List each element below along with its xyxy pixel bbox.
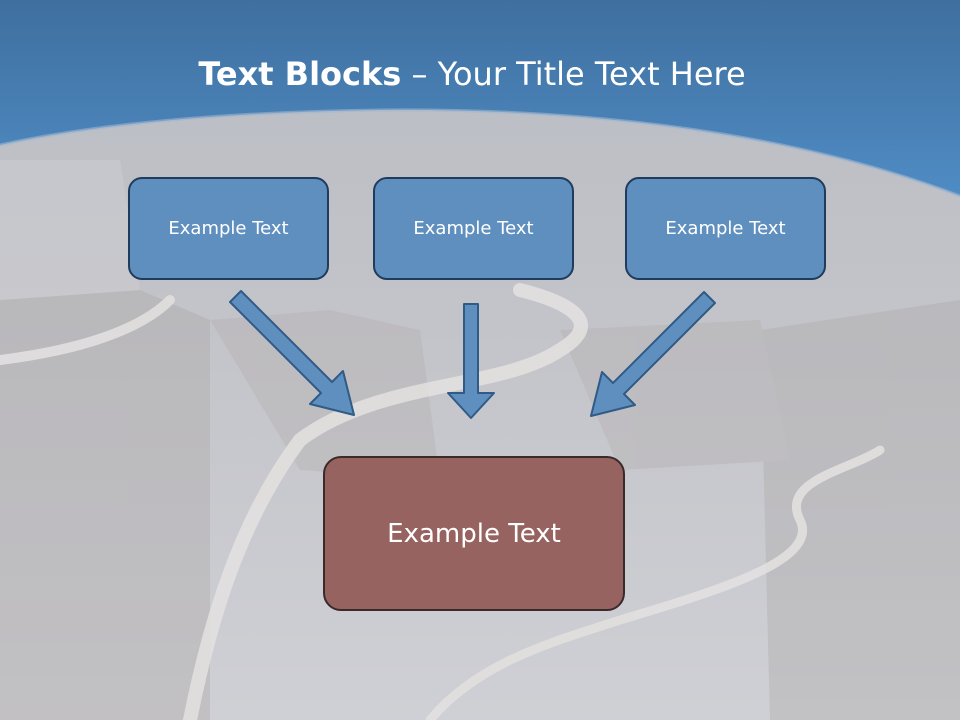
arrow-right — [590, 291, 716, 417]
arrow-center — [447, 303, 495, 419]
main-text-block-label: Example Text — [387, 518, 561, 549]
text-block-1[interactable]: Example Text — [128, 177, 329, 280]
main-text-block[interactable]: Example Text — [323, 456, 625, 611]
text-block-1-label: Example Text — [168, 218, 289, 239]
text-block-2[interactable]: Example Text — [373, 177, 574, 280]
arrow-left — [229, 290, 355, 416]
text-block-3[interactable]: Example Text — [625, 177, 826, 280]
title-bold-part: Text Blocks — [198, 55, 402, 93]
slide-title: Text Blocks – Your Title Text Here — [0, 52, 944, 96]
title-rest-part: – Your Title Text Here — [401, 55, 746, 93]
text-block-3-label: Example Text — [665, 218, 786, 239]
text-block-2-label: Example Text — [413, 218, 534, 239]
